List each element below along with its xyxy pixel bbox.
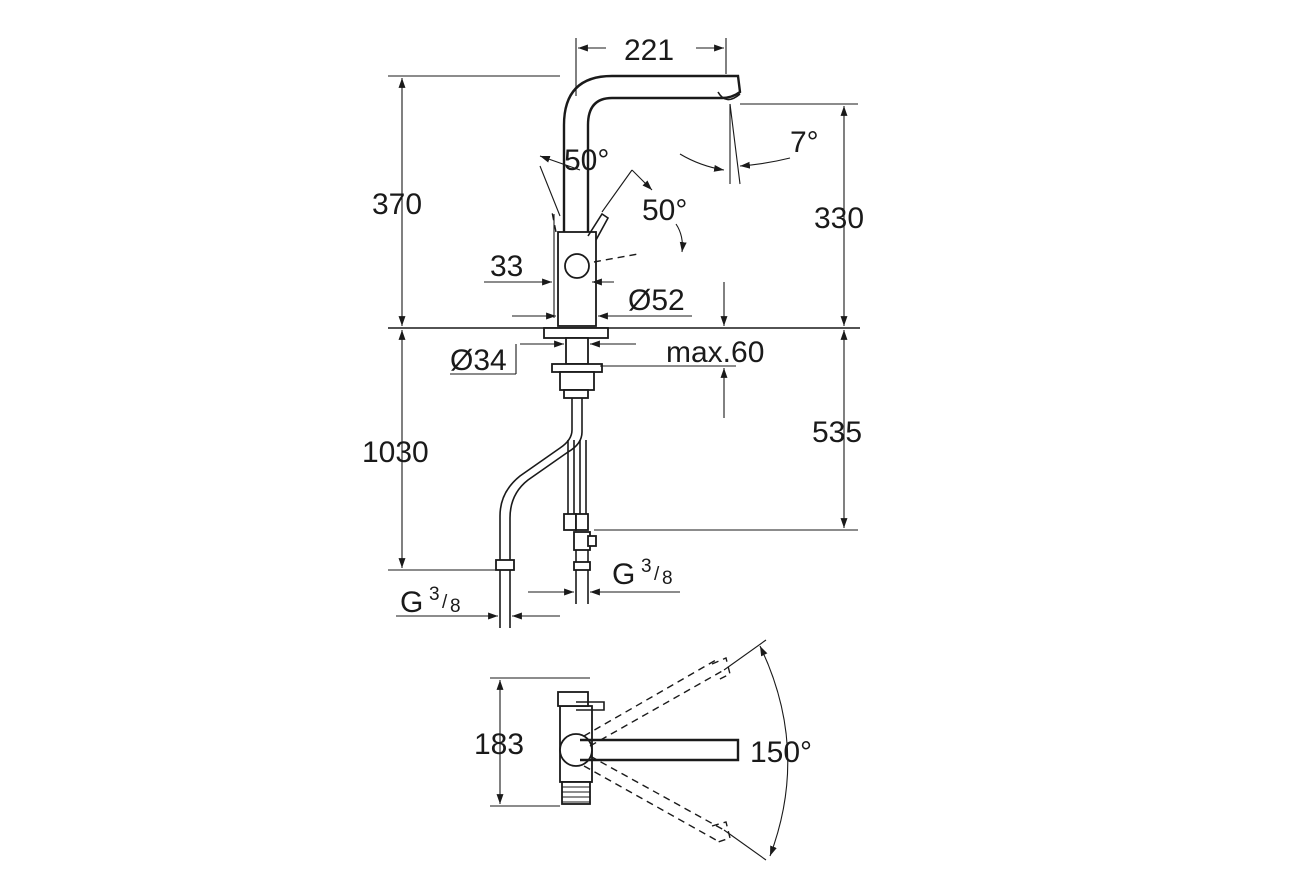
dim-max-deck: max.60 — [666, 336, 764, 369]
plan-spout-alt-upper-end — [711, 657, 731, 681]
svg-text:8: 8 — [450, 596, 461, 617]
hose-connector — [563, 389, 589, 399]
pull-out-hose — [499, 398, 573, 564]
deck-washer — [543, 327, 609, 339]
plan-spout-alt-lower — [583, 755, 725, 841]
valve-knob — [587, 535, 597, 547]
dim-50-right-ref — [601, 169, 633, 213]
dim-hose-length: 1030 — [362, 436, 429, 469]
plan-spout-alt-lower-end — [711, 821, 731, 843]
dim-outlet-height: 330 — [814, 202, 864, 235]
aerator — [717, 91, 741, 101]
lever-alt-position-2 — [551, 211, 557, 233]
dim-150-arc — [759, 645, 789, 857]
dim-7-ref-tilt — [729, 103, 741, 185]
dim-50-left-ref — [539, 165, 561, 217]
mixer-body — [557, 231, 597, 327]
dim-spout-tilt: 7° — [790, 126, 819, 159]
plan-base-thread — [562, 786, 590, 803]
svg-text:3: 3 — [641, 556, 652, 577]
plan-spout-hub — [559, 733, 593, 767]
dim-lever-angle-left: 50° — [564, 144, 609, 177]
dim-7-arc-right — [739, 157, 791, 169]
pull-out-hose-inner — [509, 398, 583, 564]
dim-swivel-angle: 150° — [750, 736, 812, 769]
plan-spout-alt-upper — [583, 659, 725, 747]
svg-text:G: G — [400, 586, 423, 619]
dim-50-right-arrow — [631, 169, 653, 191]
connection-left — [495, 559, 515, 571]
front-view: 221 370 330 7° 50° 50° 33 Ø52 — [362, 34, 864, 628]
dim-lever-angle-right: 50° — [642, 194, 687, 227]
dim-connection-left: G 3 / 8 — [400, 584, 461, 619]
dim-connection-right: G 3 / 8 — [612, 556, 673, 591]
nut — [551, 363, 603, 373]
dim-shank-diameter: Ø34 — [450, 344, 507, 377]
dim-body-diameter: Ø52 — [628, 284, 685, 317]
lever-hub — [564, 253, 590, 279]
spout — [562, 74, 742, 232]
svg-text:3: 3 — [429, 584, 440, 605]
dim-150-ref-upper — [723, 639, 767, 671]
svg-text:8: 8 — [662, 568, 673, 589]
plan-lever-base — [557, 691, 589, 707]
lever-alt-position — [593, 253, 639, 263]
lever — [587, 212, 610, 241]
dim-50-left-line — [539, 155, 581, 171]
svg-text:/: / — [654, 564, 660, 585]
hose-crimp-right — [575, 513, 589, 531]
top-view: 183 150° — [474, 639, 812, 861]
hose-crimp-left — [563, 513, 577, 531]
dim-lever-offset: 33 — [490, 250, 523, 283]
dim-150-ref-lower — [723, 829, 767, 861]
dim-plan-depth: 183 — [474, 728, 524, 761]
dim-spout-reach: 221 — [624, 34, 674, 67]
dim-total-height: 370 — [372, 188, 422, 221]
connection-right — [573, 561, 591, 571]
svg-text:/: / — [442, 592, 448, 613]
fixing-nut — [559, 371, 595, 391]
dim-50-right-arc — [675, 223, 687, 253]
shank — [565, 337, 589, 365]
plan-spout — [580, 738, 740, 762]
dim-below-deck: 535 — [812, 416, 862, 449]
svg-text:G: G — [612, 558, 635, 591]
plan-lever — [576, 701, 605, 711]
plan-base — [561, 781, 591, 805]
dim-7-arc-left — [679, 153, 725, 172]
